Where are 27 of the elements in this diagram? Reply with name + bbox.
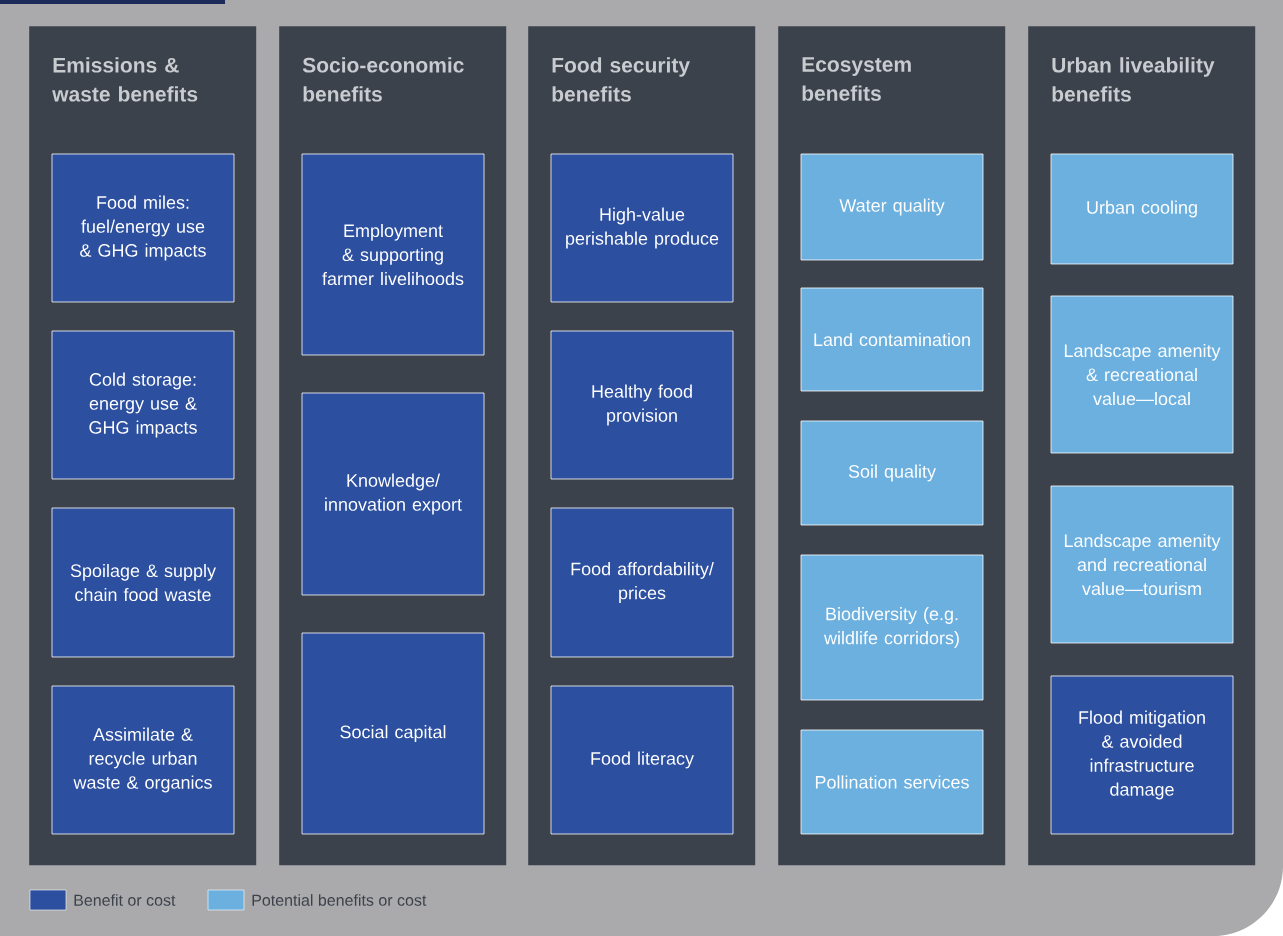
- benefit-box: Food literacy: [550, 685, 734, 835]
- benefit-box: Spoilage & supply chain food waste: [51, 507, 235, 658]
- benefit-box: Urban cooling: [1050, 153, 1234, 265]
- benefit-box: Food affordability/ prices: [550, 507, 734, 658]
- column-heading: Urban liveability benefits: [1052, 57, 1215, 102]
- benefit-box: Biodiversity (e.g. wildlife corridors): [800, 554, 984, 701]
- benefit-box: High-value perishable produce: [550, 153, 734, 303]
- column-heading: Ecosystem benefits: [802, 57, 911, 101]
- benefit-box: Landscape amenity & recreational value—local: [1050, 295, 1234, 454]
- column-heading: Socio-economic benefits: [302, 57, 464, 102]
- legend-label: Benefit or cost: [74, 894, 176, 906]
- benefit-box: Water quality: [800, 153, 984, 261]
- benefit-box: Land contamination: [800, 287, 984, 392]
- benefit-box: Assimilate & recycle urban waste & organics: [51, 685, 235, 835]
- benefit-box: Soil quality: [800, 420, 984, 526]
- benefit-box: Food miles: fuel/energy use & GHG impacts: [51, 153, 235, 303]
- benefit-box: Social capital: [301, 632, 485, 835]
- benefit-box: Knowledge/ innovation export: [301, 392, 485, 596]
- benefit-box: Flood mitigation & avoided infrastructure damage: [1050, 675, 1234, 835]
- benefit-box: Landscape amenity and recreational value—tourism: [1050, 485, 1234, 644]
- benefit-box: Employment & supporting farmer livelihoods: [301, 153, 485, 356]
- benefit-box: Cold storage: energy use & GHG impacts: [51, 330, 235, 480]
- column-heading: Emissions & waste benefits: [52, 57, 198, 102]
- column-heading: Food security benefits: [552, 57, 690, 102]
- legend-label: Potential benefits or cost: [252, 894, 427, 906]
- benefit-box: Healthy food provision: [550, 330, 734, 480]
- benefit-box: Pollination services: [800, 729, 984, 835]
